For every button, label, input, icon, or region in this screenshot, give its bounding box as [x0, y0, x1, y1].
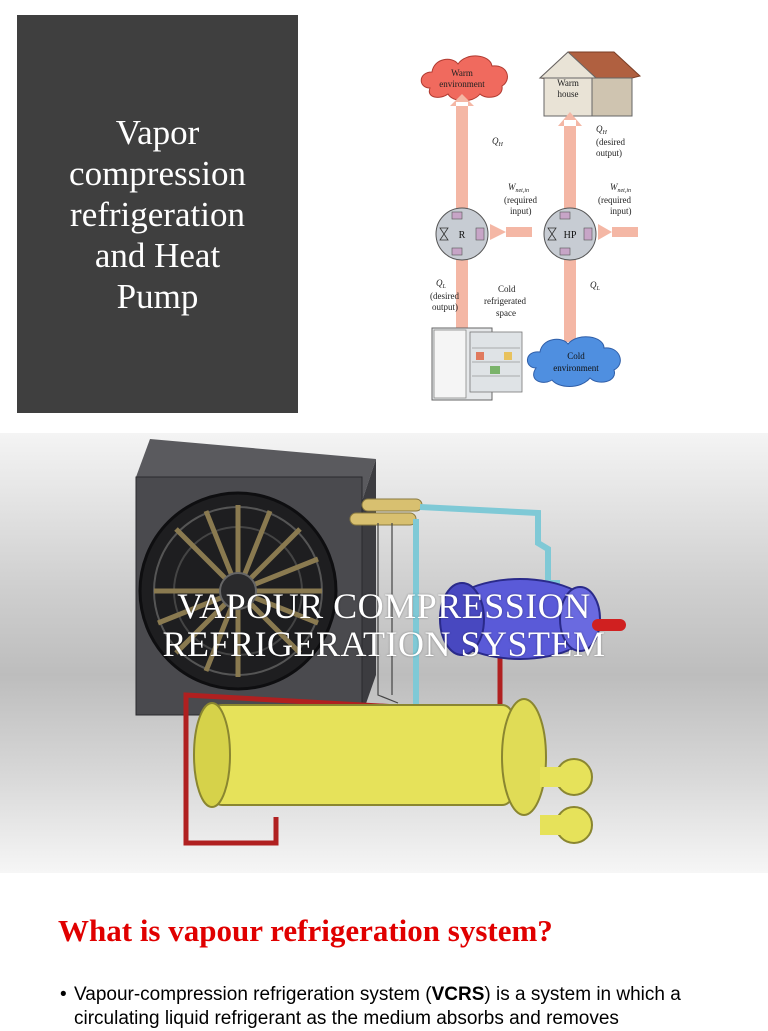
vcrs-slide-title: VAPOUR COMPRESSION REFRIGERATION SYSTEM — [0, 587, 768, 663]
bullet-mark: • — [60, 983, 67, 1007]
cold-space-label: refrigerated — [484, 296, 526, 306]
wnet-left-note: input) — [510, 206, 532, 216]
warm-environment-label: environment — [439, 79, 485, 89]
slide-vapor-compression-title: Vapor compression refrigeration and Heat… — [0, 0, 768, 432]
wnet-left-note: (required — [504, 195, 537, 205]
wnet-left-label: Wnet,in — [508, 182, 529, 194]
warm-environment-cloud: Warm environment — [421, 56, 507, 101]
title-box: Vapor compression refrigeration and Heat… — [17, 15, 298, 413]
ql-left-note: (desired — [430, 291, 459, 301]
title-line: compression — [33, 153, 283, 194]
warm-environment-label: Warm — [451, 68, 473, 78]
bullet-text-part: Vapour-compression refrigeration system … — [74, 984, 432, 1005]
warm-house-icon: Warm house — [540, 52, 640, 116]
slide-vcrs-render: VAPOUR COMPRESSION REFRIGERATION SYSTEM — [0, 433, 768, 873]
ql-right-label: QL — [590, 280, 601, 292]
receiver-tank — [194, 699, 592, 843]
qh-left-label: QH — [492, 136, 504, 148]
warm-house-label: Warm — [557, 78, 579, 88]
wnet-right-label: Wnet,in — [610, 182, 631, 194]
heat-pump-unit-symbol: HP — [544, 208, 596, 260]
r-label: R — [459, 230, 466, 241]
title-line: REFRIGERATION SYSTEM — [0, 625, 768, 663]
qh-right-note: (desired — [596, 137, 625, 147]
refrigerator-unit-symbol: R — [436, 208, 488, 260]
cold-environment-label: Cold — [567, 351, 585, 361]
hp-label: HP — [564, 230, 577, 241]
cold-space-label: space — [496, 308, 516, 318]
qh-right-note: output) — [596, 148, 622, 158]
wnet-right-note: input) — [610, 206, 632, 216]
slide-what-is-vcrs: What is vapour refrigeration system? • V… — [0, 873, 768, 1024]
title-line: Pump — [33, 276, 283, 317]
condenser-fan-unit — [136, 439, 376, 715]
warm-house-label: house — [558, 89, 579, 99]
qh-right-label: QH — [596, 124, 608, 136]
title-line: refrigeration — [33, 194, 283, 235]
ql-left-note: output) — [432, 302, 458, 312]
ql-left-label: QL — [436, 278, 447, 290]
title-line: and Heat — [33, 235, 283, 276]
refrigerator-heat-pump-diagram: Warm environment Warm house — [400, 48, 650, 403]
section-heading: What is vapour refrigeration system? — [58, 911, 553, 951]
wnet-right-note: (required — [598, 195, 631, 205]
cold-space-label: Cold — [498, 284, 516, 294]
title-line: VAPOUR COMPRESSION — [0, 587, 768, 625]
slide-title: Vapor compression refrigeration and Heat… — [33, 112, 283, 317]
cold-environment-cloud: Cold environment — [527, 337, 620, 387]
refrigerator-icon — [432, 328, 522, 400]
cold-environment-label: environment — [553, 363, 599, 373]
title-line: Vapor — [33, 112, 283, 153]
bullet-bold-term: VCRS — [432, 984, 485, 1005]
